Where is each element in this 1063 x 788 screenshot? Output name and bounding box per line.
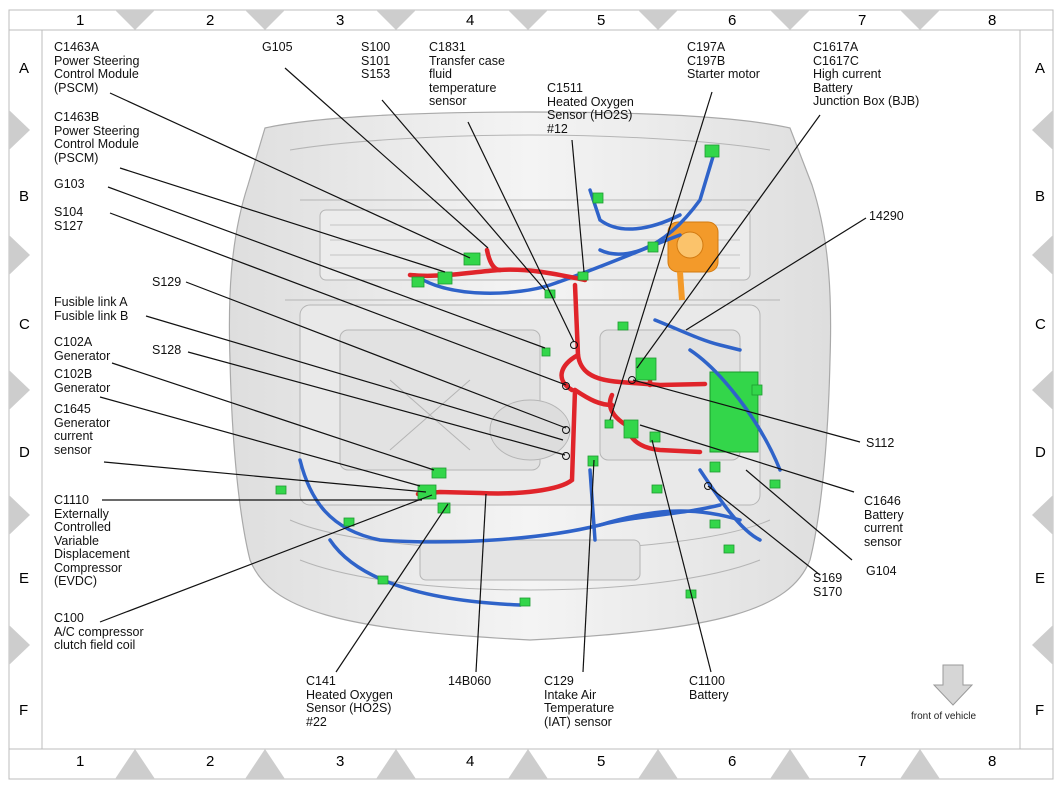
label-c102a: C102A Generator xyxy=(54,335,111,363)
label-c100: C100 A/C compressor clutch field coil xyxy=(54,611,144,652)
label-c1110: C1110 Externally Controlled Variable Dis… xyxy=(54,493,130,588)
grid-row-right-E: E xyxy=(1035,570,1046,587)
grid-column-bottom-8: 8 xyxy=(988,753,997,770)
label-g105: G105 xyxy=(262,40,293,54)
label-c141: C141 Heated Oxygen Sensor (HO2S) #22 xyxy=(306,674,393,729)
label-c1831: C1831 Transfer case fluid temperature se… xyxy=(429,40,505,108)
grid-row-left-B: B xyxy=(19,188,30,205)
leader-lines xyxy=(99,67,867,673)
grid-column-top-4: 4 xyxy=(466,12,475,29)
front-arrow-icon xyxy=(932,664,974,706)
grid-row-left-D: D xyxy=(19,444,30,461)
grid-column-bottom-7: 7 xyxy=(858,753,867,770)
grid-column-top-3: 3 xyxy=(336,12,345,29)
grid-column-top-7: 7 xyxy=(858,12,867,29)
grid-column-top-6: 6 xyxy=(728,12,737,29)
grid-column-bottom-5: 5 xyxy=(597,753,606,770)
grid-column-bottom-3: 3 xyxy=(336,753,345,770)
grid-markers xyxy=(9,10,1053,779)
label-c102b: C102B Generator xyxy=(54,367,111,395)
grid-row-right-F: F xyxy=(1035,702,1045,719)
label-c1646: C1646 Battery current sensor xyxy=(864,494,904,549)
label-s128: S128 xyxy=(152,343,182,357)
label-s100: S100 S101 S153 xyxy=(361,40,391,81)
label-c1100: C1100 Battery xyxy=(689,674,729,702)
grid-column-bottom-6: 6 xyxy=(728,753,737,770)
label-c1645: C1645 Generator current sensor xyxy=(54,402,111,457)
label-c129: C129 Intake Air Temperature (IAT) sensor xyxy=(544,674,615,729)
grid-row-right-C: C xyxy=(1035,316,1046,333)
label-g104: G104 xyxy=(866,564,897,578)
grid-column-bottom-1: 1 xyxy=(76,753,85,770)
grid-row-left-C: C xyxy=(19,316,30,333)
grid-row-left-A: A xyxy=(19,60,30,77)
label-c1511: C1511 Heated Oxygen Sensor (HO2S) #12 xyxy=(547,81,634,136)
front-of-vehicle-label: front of vehicle xyxy=(911,711,977,722)
grid-column-top-8: 8 xyxy=(988,12,997,29)
label-c197: C197A C197B Starter motor xyxy=(687,40,760,81)
label-c1463b: C1463B Power Steering Control Module (PS… xyxy=(54,110,140,165)
grid-row-right-A: A xyxy=(1035,60,1046,77)
label-c1463a: C1463A Power Steering Control Module (PS… xyxy=(54,40,140,95)
label-14290: 14290 xyxy=(869,209,904,223)
grid-row-right-B: B xyxy=(1035,188,1046,205)
label-fusible-link: Fusible link A Fusible link B xyxy=(54,295,129,323)
harness-blue xyxy=(298,148,782,607)
grid-column-bottom-2: 2 xyxy=(206,753,215,770)
label-c1617: C1617A C1617C High current Battery Junct… xyxy=(813,40,920,108)
label-s129: S129 xyxy=(152,275,182,289)
label-s104: S104 S127 xyxy=(54,205,84,233)
label-s112: S112 xyxy=(866,436,895,450)
grid-column-top-1: 1 xyxy=(76,12,85,29)
grid-row-left-F: F xyxy=(19,702,29,719)
label-14b060: 14B060 xyxy=(448,674,492,688)
grid-row-right-D: D xyxy=(1035,444,1046,461)
label-s169: S169 S170 xyxy=(813,571,843,599)
grid-column-bottom-4: 4 xyxy=(466,753,475,770)
grid-column-top-2: 2 xyxy=(206,12,215,29)
splice-points xyxy=(562,341,712,490)
connectors xyxy=(275,144,781,607)
grid-row-left-E: E xyxy=(19,570,30,587)
grid-column-top-5: 5 xyxy=(597,12,606,29)
label-g103: G103 xyxy=(54,177,85,191)
